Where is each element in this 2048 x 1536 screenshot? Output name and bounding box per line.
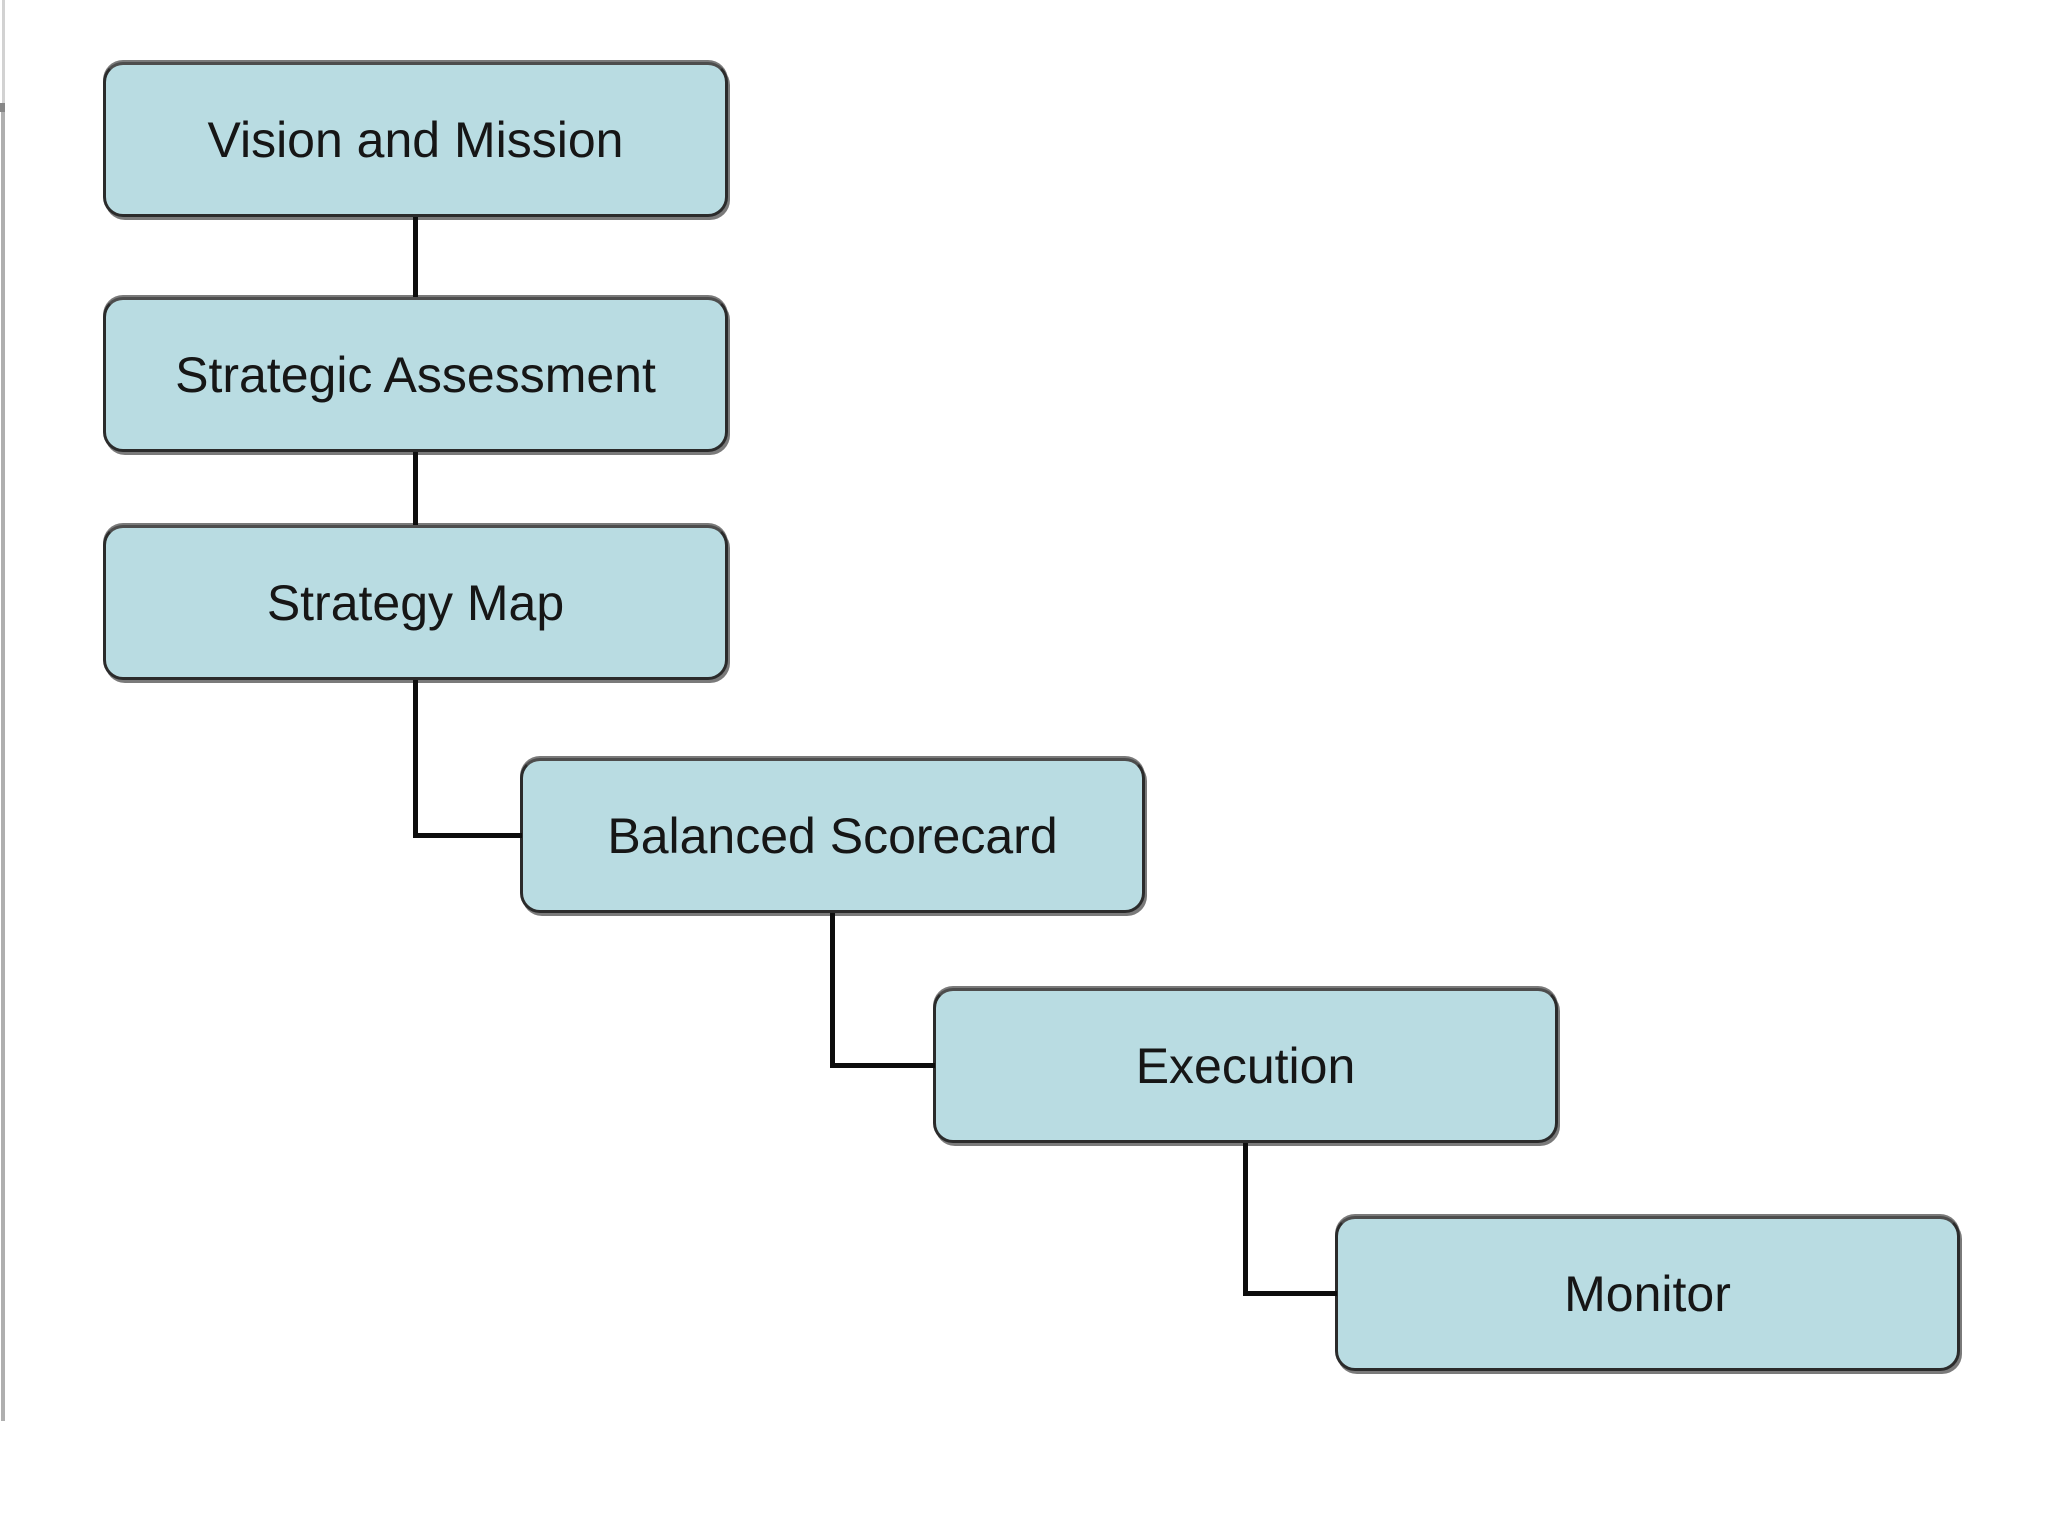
connector-vision-and-mission-to-strategic-assessment	[413, 217, 418, 297]
node-vision-and-mission: Vision and Mission	[103, 62, 728, 217]
left-scrollbar-track	[2, 0, 5, 103]
connector-balanced-scorecard-to-execution-vertical	[830, 913, 835, 1068]
node-label-balanced-scorecard: Balanced Scorecard	[607, 807, 1058, 864]
left-scrollbar-notch	[0, 103, 5, 112]
connector-strategy-map-to-balanced-scorecard-horizontal	[413, 833, 522, 838]
connector-execution-to-monitor-horizontal	[1243, 1291, 1337, 1296]
connector-balanced-scorecard-to-execution-horizontal	[830, 1063, 935, 1068]
node-label-strategic-assessment: Strategic Assessment	[175, 346, 656, 403]
node-balanced-scorecard: Balanced Scorecard	[520, 758, 1145, 913]
node-label-monitor: Monitor	[1564, 1265, 1731, 1322]
connector-strategy-map-to-balanced-scorecard-vertical	[413, 680, 418, 838]
node-label-execution: Execution	[1135, 1037, 1356, 1094]
node-strategy-map: Strategy Map	[103, 525, 728, 680]
connector-execution-to-monitor-vertical	[1243, 1143, 1248, 1296]
node-label-strategy-map: Strategy Map	[266, 574, 565, 631]
node-execution: Execution	[933, 988, 1558, 1143]
left-scrollbar-thumb[interactable]	[1, 112, 5, 1421]
node-label-vision-and-mission: Vision and Mission	[207, 111, 624, 168]
node-monitor: Monitor	[1335, 1216, 1960, 1371]
node-strategic-assessment: Strategic Assessment	[103, 297, 728, 452]
connector-strategic-assessment-to-strategy-map	[413, 452, 418, 525]
